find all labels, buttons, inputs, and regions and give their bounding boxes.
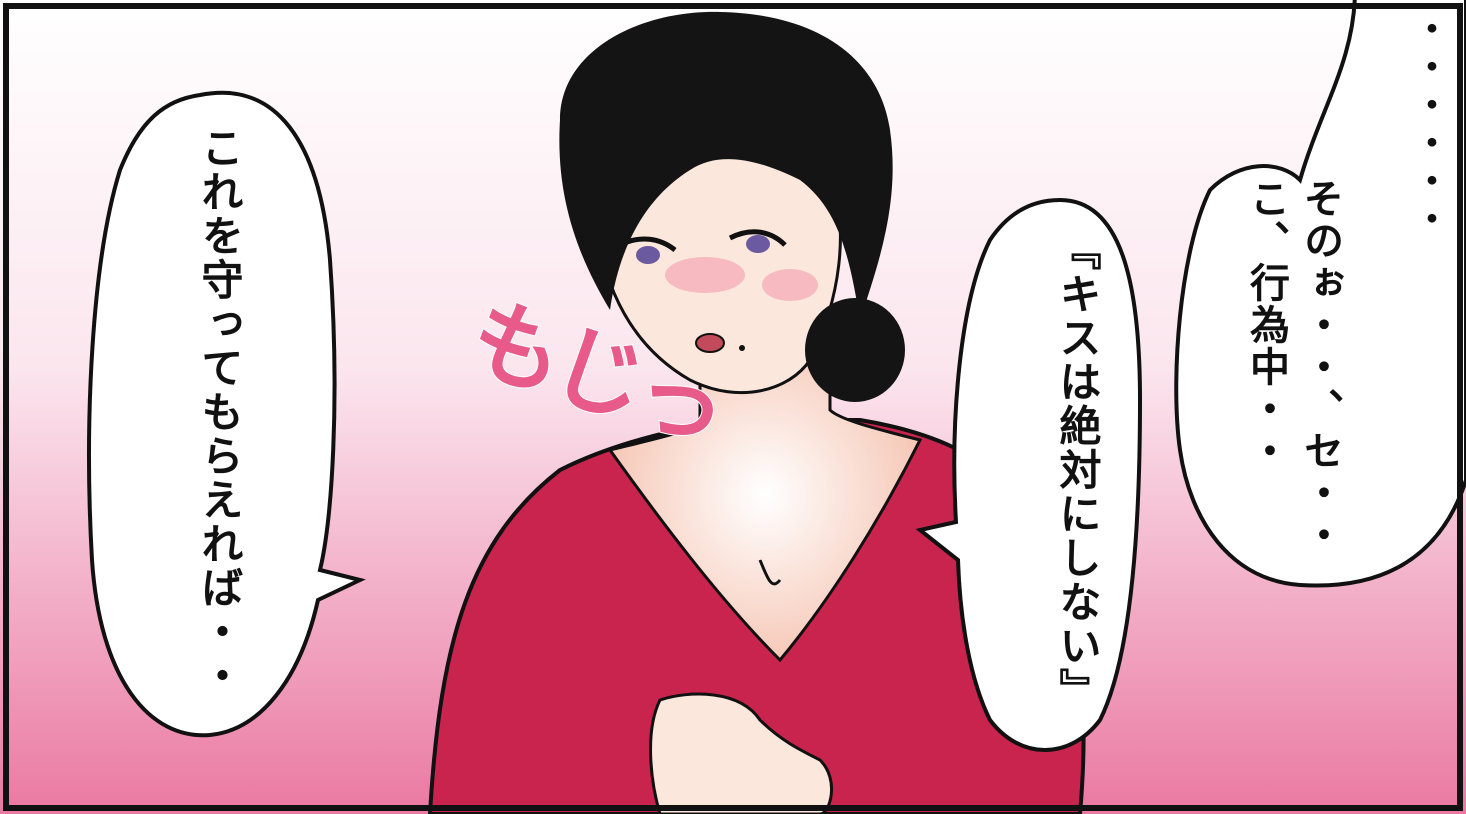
bubble-right-line1: そのぉ・・、セ・・	[1297, 178, 1343, 556]
bubble-left-text: これを守ってもらえれば・・	[195, 126, 244, 698]
bubble-center-text: 『キスは絶対にしない』	[1053, 228, 1102, 712]
neck-chest	[607, 328, 923, 663]
speech-bubble-center	[915, 197, 1143, 752]
hands	[649, 692, 834, 814]
speech-bubble-left	[87, 90, 366, 738]
bubble-right-line2: こ、行為中・・	[1243, 178, 1289, 472]
hair	[559, 11, 893, 320]
bubble-right-top-text: ・・・・・・	[1408, 10, 1449, 238]
panel-border	[3, 3, 1463, 811]
hair-bun	[805, 298, 905, 402]
speech-bubble-right	[1174, 0, 1466, 588]
woman-figure	[427, 11, 1086, 814]
